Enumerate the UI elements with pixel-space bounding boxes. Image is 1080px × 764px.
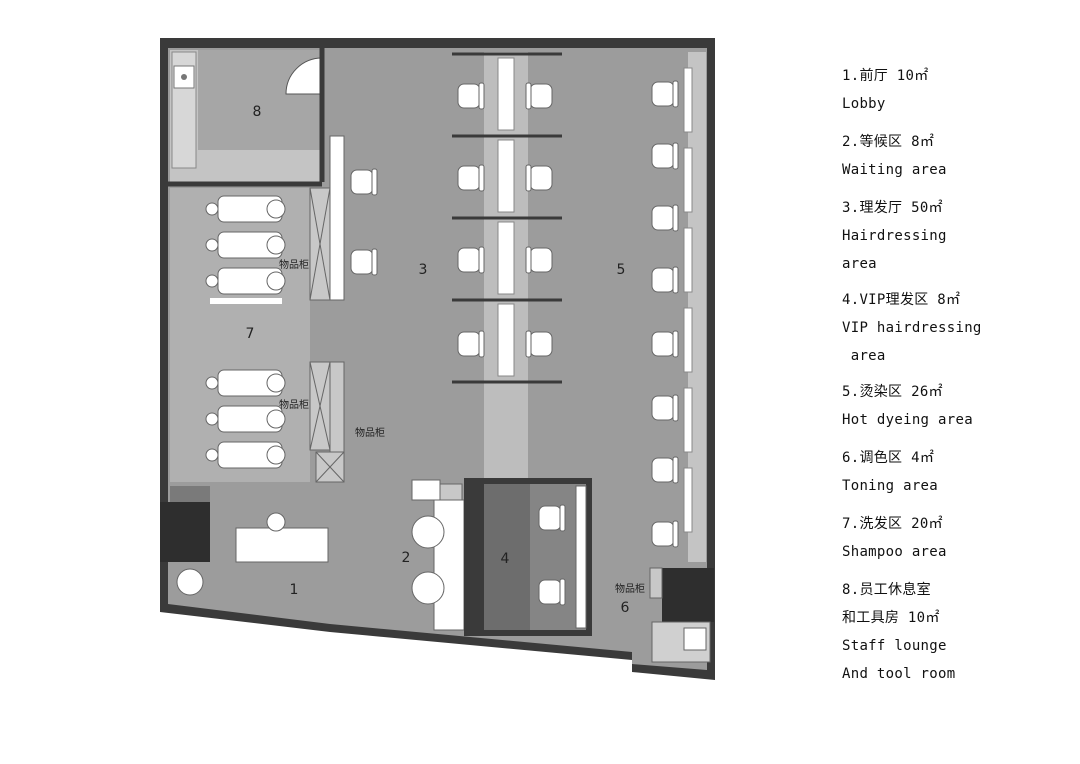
chair-icon	[651, 204, 679, 232]
plant-icon	[176, 568, 204, 596]
legend-item-6-en: Toning area	[842, 478, 939, 494]
floor-plan: 1 2 3 4 5 6 7 8 物品柜 物品柜 物品柜 物品柜	[160, 38, 715, 680]
styling-chairs	[350, 80, 679, 606]
cabinet-label-upper: 物品柜	[279, 258, 309, 271]
receptionist-icon	[266, 512, 286, 532]
door-swing-icon	[285, 57, 323, 95]
room-number-3: 3	[419, 262, 428, 278]
chair-icon	[651, 456, 679, 484]
legend: 1.前厅 10㎡ Lobby 2.等候区 8㎡ Waiting area 3.理…	[842, 62, 1072, 688]
reception-desk	[235, 527, 329, 563]
legend-item-7-en: Shampoo area	[842, 544, 947, 560]
chair-icon	[457, 246, 485, 274]
legend-item-8-zh: 8.员工休息室	[842, 582, 931, 598]
legend-item-3-en-1: Hairdressing	[842, 228, 947, 244]
station-dividers	[452, 52, 562, 384]
sink-drain-icon	[181, 74, 187, 80]
legend-item-2-zh: 2.等候区 8㎡	[842, 134, 935, 150]
legend-item-8-zh-2: 和工具房 10㎡	[842, 610, 940, 626]
chair-icon	[457, 164, 485, 192]
room-number-8: 8	[253, 104, 262, 120]
chair-icon	[651, 330, 679, 358]
shampoo-chairs	[205, 195, 286, 469]
legend-item-1-en: Lobby	[842, 96, 886, 112]
dyeing-mirrors	[683, 67, 693, 533]
chair-icon	[525, 164, 553, 192]
chair-icon	[350, 248, 378, 276]
legend-item-4-zh: 4.VIP理发区 8㎡	[842, 292, 961, 308]
legend-item-1-zh: 1.前厅 10㎡	[842, 68, 929, 84]
station-mirrors	[497, 57, 515, 377]
room-number-4: 4	[501, 551, 510, 567]
legend-item-2-en: Waiting area	[842, 162, 947, 178]
cabinet-label-toning: 物品柜	[615, 582, 645, 595]
legend-item-6-zh: 6.调色区 4㎡	[842, 450, 935, 466]
room-6-pillar	[662, 568, 714, 622]
chair-icon	[651, 394, 679, 422]
legend-item-8-en-2: And tool room	[842, 666, 956, 682]
lobby-tile-band	[170, 486, 210, 502]
waiting-shelf-cabinet	[439, 483, 463, 501]
lobby-pillar	[160, 502, 210, 562]
room-4-floor	[484, 484, 530, 630]
cabinet-column-right	[329, 361, 345, 457]
room-number-1: 1	[290, 582, 299, 598]
legend-item-7-zh: 7.洗发区 20㎡	[842, 516, 943, 532]
chair-icon	[538, 578, 566, 606]
cabinet-label-center: 物品柜	[355, 426, 385, 439]
chair-icon	[651, 266, 679, 294]
waiting-seat-2	[411, 571, 445, 605]
chair-icon	[651, 520, 679, 548]
chair-icon	[651, 80, 679, 108]
toning-sink-icon	[683, 627, 707, 651]
wall-divider	[329, 135, 345, 301]
chair-icon	[525, 330, 553, 358]
chair-icon	[651, 142, 679, 170]
waiting-seat-1	[411, 515, 445, 549]
room-number-2: 2	[402, 550, 411, 566]
legend-item-8-en-1: Staff lounge	[842, 638, 947, 654]
vip-mirror	[575, 485, 587, 629]
room-number-6: 6	[621, 600, 630, 616]
chair-icon	[525, 82, 553, 110]
legend-item-5-zh: 5.烫染区 26㎡	[842, 384, 943, 400]
chair-icon	[350, 168, 378, 196]
cabinet-label-lower: 物品柜	[279, 398, 309, 411]
room-6-cabinet	[649, 567, 663, 599]
shampoo-divider	[210, 298, 282, 304]
legend-item-4-en-2: area	[842, 348, 886, 364]
legend-item-3-zh: 3.理发厅 50㎡	[842, 200, 943, 216]
legend-item-5-en: Hot dyeing area	[842, 412, 973, 428]
chair-icon	[525, 246, 553, 274]
chair-icon	[457, 330, 485, 358]
chair-icon	[457, 82, 485, 110]
legend-item-4-en-1: VIP hairdressing	[842, 320, 982, 336]
legend-item-3-en-2: area	[842, 256, 877, 272]
waiting-shelf	[411, 479, 441, 501]
chair-icon	[538, 504, 566, 532]
room-number-7: 7	[246, 326, 255, 342]
room-number-5: 5	[617, 262, 626, 278]
